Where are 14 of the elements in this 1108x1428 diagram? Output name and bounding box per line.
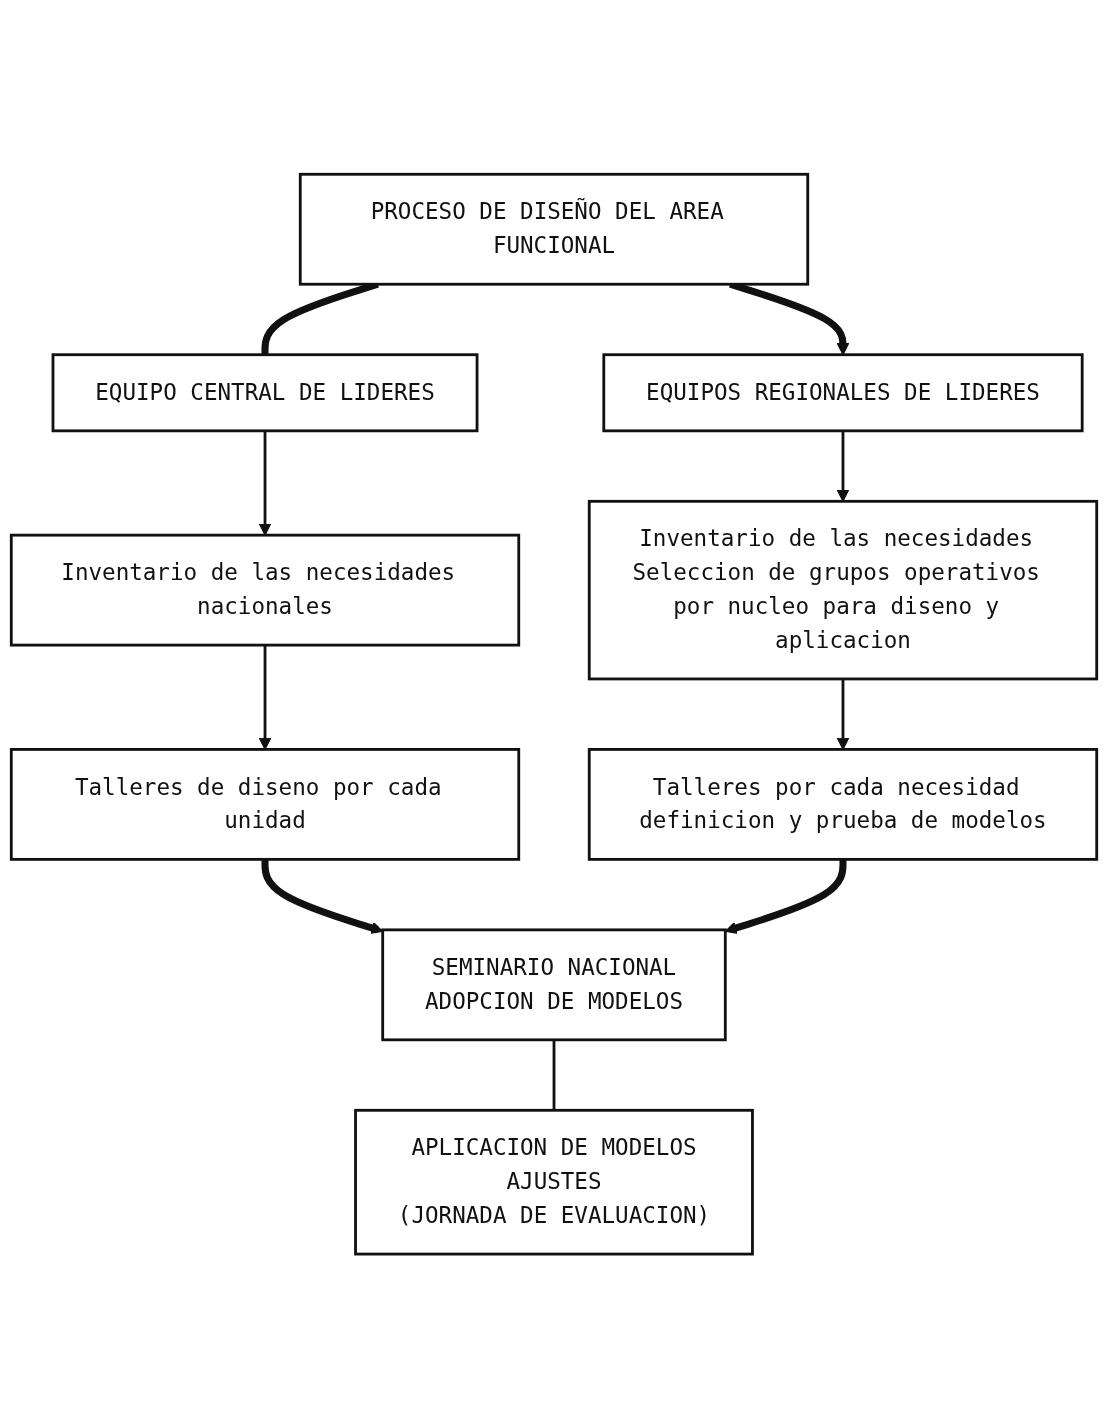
- node-box: EQUIPOS REGIONALES DE LIDERES: [602, 353, 1084, 433]
- node-box: EQUIPO CENTRAL DE LIDERES: [51, 353, 479, 433]
- arrow: [836, 678, 850, 750]
- node-box: Inventario de las necesidades nacionales: [9, 533, 521, 647]
- arrow: [836, 430, 850, 502]
- connector: [552, 1039, 556, 1111]
- node-box: SEMINARIO NACIONAL ADOPCION DE MODELOS: [381, 928, 727, 1042]
- node-box: APLICACION DE MODELOS AJUSTES (JORNADA DE EVALUACION): [354, 1108, 754, 1256]
- node-box: PROCESO DE DISEÑO DEL AREA FUNCIONAL: [298, 172, 810, 286]
- node-box: Talleres de diseno por cada unidad: [9, 747, 521, 861]
- arrow: [261, 859, 384, 934]
- node-box: Talleres por cada necesidad definicion y prueba de modelos: [587, 747, 1099, 861]
- arrow: [258, 644, 272, 750]
- node-box: Inventario de las necesidades Seleccion de grupos operativos por nucleo para diseno y aplicacion: [587, 499, 1099, 681]
